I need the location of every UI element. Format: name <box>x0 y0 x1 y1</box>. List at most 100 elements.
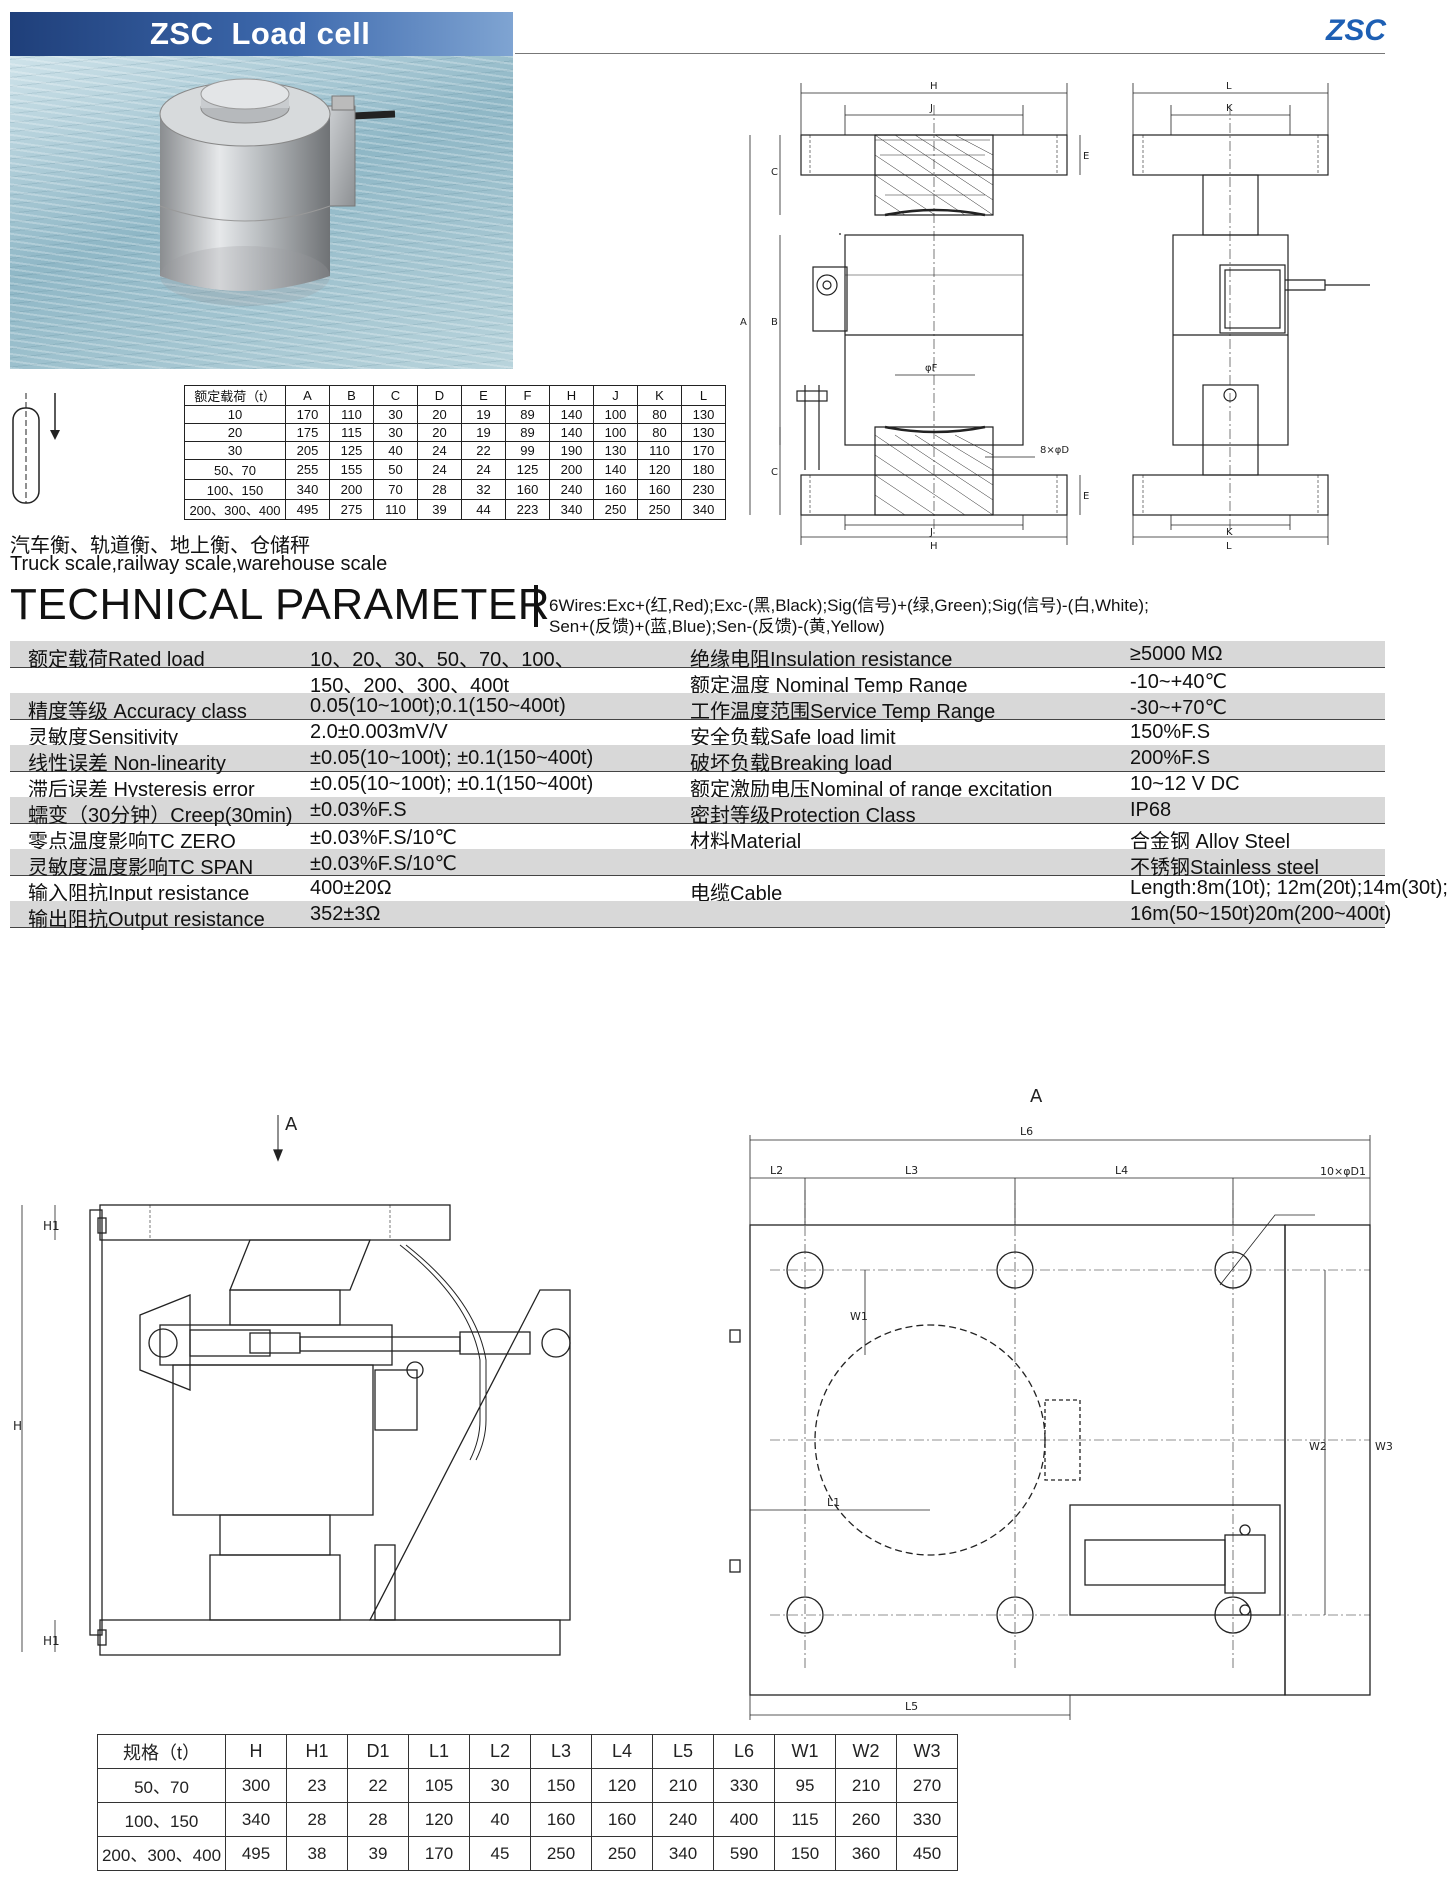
dim-label-h-bottom: H <box>930 541 938 552</box>
spec-table-cell: 210 <box>652 1768 714 1803</box>
dimension-table-cell: 89 <box>505 405 550 424</box>
dimension-table-cell: 80 <box>637 423 682 442</box>
parameter-value: 0.05(10~100t);0.1(150~400t) <box>310 695 566 717</box>
dimension-table-cell: 24 <box>417 459 462 480</box>
parameter-row: 精度等级 Accuracy class 0.05(10~100t);0.1(150… <box>10 693 1385 723</box>
parameter-row: 滞后误差 Hysteresis error±0.05(10~100t); ±0.… <box>10 771 1385 801</box>
dimension-table-cell: 100 <box>593 423 638 442</box>
spec-table-cell: 45 <box>469 1836 531 1871</box>
dimension-table-cell: A <box>285 385 330 406</box>
dimension-table-cell: 44 <box>461 499 506 520</box>
dimension-table-cell: F <box>505 385 550 406</box>
dim-label-l-bottom: L <box>1226 541 1232 552</box>
spec-table-cell: H <box>225 1734 287 1769</box>
spec-table-cell: 160 <box>591 1802 653 1837</box>
spec-table-cell: 120 <box>408 1802 470 1837</box>
dimension-table-cell: 200 <box>329 479 374 500</box>
dimension-table-cell: 110 <box>373 499 418 520</box>
spec-table-capacity: 规格（t） <box>97 1734 226 1769</box>
dimension-table-cell: B <box>329 385 374 406</box>
dim-label-w1: W1 <box>850 1310 868 1323</box>
spec-table-cell: 400 <box>713 1802 775 1837</box>
spec-table-cell: 39 <box>347 1836 409 1871</box>
spec-table-cell: 260 <box>835 1802 897 1837</box>
product-name: Load cell <box>231 16 371 51</box>
wiring-info-line2: Sen+(反馈)+(蓝,Blue);Sen-(反馈)-(黄,Yellow) <box>549 617 885 636</box>
parameter-value: -10~+40℃ <box>1130 671 1227 693</box>
dimension-table-cell: D <box>417 385 462 406</box>
parameter-label: 额定温度 Nominal Temp Range <box>690 675 968 697</box>
parameter-value: 合金钢 Alloy Steel <box>1130 831 1291 853</box>
parameter-value: 10、20、30、50、70、100、 <box>310 649 575 671</box>
parameter-value: 16m(50~150t)20m(200~400t) <box>1130 903 1392 925</box>
parameter-label: 精度等级 Accuracy class <box>28 701 247 723</box>
parameter-label: 安全负载Safe load limit <box>690 727 896 749</box>
parameter-value: Length:8m(10t); 12m(20t);14m(30t); <box>1130 877 1448 899</box>
parameter-label: 输入阻抗Input resistance <box>28 883 250 905</box>
dimension-table-cell: 30 <box>373 405 418 424</box>
spec-table-capacity: 100、150 <box>97 1802 226 1837</box>
dimension-table-capacity: 20 <box>184 423 286 442</box>
dimension-table-cell: 19 <box>461 405 506 424</box>
parameter-label: 工作温度范围Service Temp Range <box>690 701 996 723</box>
spec-table-cell: 95 <box>774 1768 836 1803</box>
spec-table-capacity: 200、300、400 <box>97 1836 226 1871</box>
spec-table-cell: L5 <box>652 1734 714 1769</box>
dimension-table-cell: 340 <box>285 479 330 500</box>
dimension-table-cell: 340 <box>549 499 594 520</box>
dimension-table-cell: 205 <box>285 441 330 460</box>
dimension-table-cell: L <box>681 385 726 406</box>
dimension-table-capacity: 50、70 <box>184 459 286 480</box>
dimension-table-cell: 250 <box>637 499 682 520</box>
dimension-table-cell: 32 <box>461 479 506 500</box>
dimension-table-cell: 110 <box>637 441 682 460</box>
dim-label-l5: L5 <box>905 1700 918 1713</box>
spec-table-cell: 210 <box>835 1768 897 1803</box>
dimension-table-cell: 160 <box>637 479 682 500</box>
parameter-value: 352±3Ω <box>310 903 381 925</box>
dimension-table-cell: 110 <box>329 405 374 424</box>
dimension-table-cell: 190 <box>549 441 594 460</box>
mount-top-drawing: A L6 L2 L3 L4 10×φD1 W1 L1 W2 W3 L5 <box>729 1086 1393 1720</box>
dimension-table-cell: 39 <box>417 499 462 520</box>
parameter-label: 滞后误差 Hysteresis error <box>28 779 255 801</box>
dimension-table-cell: 155 <box>329 459 374 480</box>
product-photo <box>10 56 513 369</box>
dimension-table-cell: 24 <box>417 441 462 460</box>
brand-logo: ZSC <box>1326 14 1386 47</box>
spec-table-cell: 30 <box>469 1768 531 1803</box>
dimension-table-cell: 20 <box>417 405 462 424</box>
dimension-table-cell: 175 <box>285 423 330 442</box>
spec-table-cell: 250 <box>591 1836 653 1871</box>
spec-table-cell: 150 <box>530 1768 592 1803</box>
dimension-table-cell: 30 <box>373 423 418 442</box>
parameter-value: ±0.03%F.S/10℃ <box>310 853 457 875</box>
dimension-table-capacity: 额定载荷（t） <box>184 385 286 406</box>
dimension-table-cell: 70 <box>373 479 418 500</box>
dim-label-h-mount: H <box>13 1419 22 1433</box>
dim-label-d1: 10×φD1 <box>1320 1165 1366 1178</box>
dim-label-e-top: E <box>1083 151 1089 162</box>
spec-table-cell: H1 <box>286 1734 348 1769</box>
dimension-table-cell: 24 <box>461 459 506 480</box>
dim-label-j-top: J <box>929 103 933 114</box>
spec-table-cell: 270 <box>896 1768 958 1803</box>
dim-label-h1-top: H1 <box>43 1219 60 1233</box>
spec-table-cell: W2 <box>835 1734 897 1769</box>
load-cell-illustration <box>159 78 396 306</box>
parameter-label: 额定载荷Rated load <box>28 649 205 671</box>
spec-table-cell: 23 <box>286 1768 348 1803</box>
dimension-table-cell: 200 <box>549 459 594 480</box>
parameter-value: 不锈钢Stainless steel <box>1130 857 1319 879</box>
spec-table-cell: 115 <box>774 1802 836 1837</box>
spec-table-cell: L3 <box>530 1734 592 1769</box>
spec-table-cell: 28 <box>347 1802 409 1837</box>
